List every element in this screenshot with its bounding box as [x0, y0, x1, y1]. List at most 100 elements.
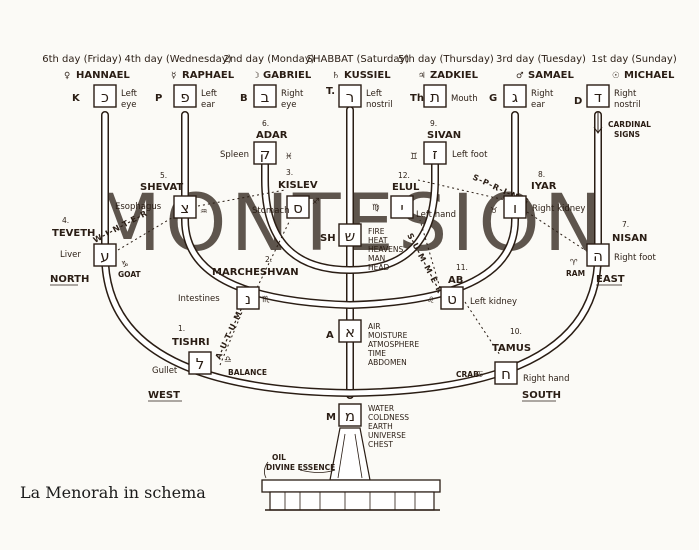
hebrew-letter: ד	[594, 88, 602, 106]
day-label: 1st day (Sunday)	[591, 54, 677, 65]
hebrew-letter: כ	[101, 88, 109, 106]
month-number: 8.	[538, 170, 545, 179]
organ-label: nostril	[614, 100, 641, 110]
element-line: HEAVENS	[368, 245, 404, 254]
top-letter-boxes	[93, 84, 610, 108]
gemini-icon: ♊	[410, 152, 418, 162]
sign-name: RAM	[566, 269, 585, 278]
month-number: 4.	[62, 216, 69, 225]
base-platform	[261, 479, 441, 493]
hebrew-letter: מ	[345, 407, 355, 425]
element-line: AIR	[368, 322, 381, 331]
month-name: SHEVAT	[140, 182, 183, 193]
latin-letter: D	[574, 96, 582, 107]
organ-label: Left kidney	[470, 297, 517, 307]
box-tamus	[494, 361, 518, 385]
element-line: MOISTURE	[368, 331, 408, 340]
top-letters: כ פ ב ר ת ג ד K P B T. Th G D Left eye L…	[72, 86, 641, 110]
letter-box-beth	[253, 84, 277, 108]
box-marcheshvan	[236, 286, 260, 310]
organ-label: Left	[366, 89, 383, 99]
caption: La Menorah in schema	[20, 483, 206, 502]
organ-label: Spleen	[220, 150, 249, 160]
cancer-icon: ♋	[476, 370, 484, 380]
hebrew-letter: ת	[430, 88, 440, 106]
element-line: MAN	[368, 254, 385, 263]
box-ab	[440, 286, 464, 310]
day-label: 3rd day (Tuesday)	[496, 54, 586, 65]
month-name: SIVAN	[427, 130, 461, 141]
mother-letters: SH FIRE HEAT HEAVENS MAN HEAD A AIR MOIS…	[320, 227, 419, 449]
aquarius-icon: ♒	[200, 207, 208, 217]
hebrew-letter: ר	[346, 88, 354, 106]
direction-east: EAST	[596, 274, 625, 285]
aries-icon: ♈	[570, 258, 578, 268]
box-sivan	[423, 141, 447, 165]
box-aleph	[338, 319, 362, 343]
day-label: SHABBAT (Saturday)	[307, 54, 410, 65]
directions: NORTH EAST WEST SOUTH	[50, 274, 625, 402]
organ-label: Gullet	[152, 366, 178, 376]
angel-name: ZADKIEL	[430, 70, 479, 81]
angel-name: MICHAEL	[624, 70, 675, 81]
hebrew-letter: ו	[513, 199, 517, 217]
month-name: ELUL	[392, 182, 420, 193]
box-tishri	[188, 351, 212, 375]
organ-label: Right	[281, 89, 304, 99]
organ-label: Mouth	[451, 94, 478, 104]
day-label: 5th day (Thursday)	[398, 54, 494, 65]
element-line: FIRE	[368, 227, 385, 236]
month-name: NISAN	[612, 233, 647, 244]
latin-letter: P	[155, 93, 162, 104]
month-name: ADAR	[256, 130, 288, 141]
virgo-icon: ♍	[372, 203, 380, 213]
organ-label: Right kidney	[532, 204, 585, 214]
element-line: COLDNESS	[368, 413, 409, 422]
month-number: 3.	[286, 168, 293, 177]
month-labels: 6. ADAR Spleen ♓ 9. SIVAN Left foot ♊ 5.…	[52, 119, 656, 384]
hebrew-letter: י	[400, 199, 403, 217]
letter-box-tav	[423, 84, 447, 108]
oil-label: OIL DIVINE ESSENCE	[264, 453, 335, 479]
box-shin	[338, 223, 362, 247]
hebrew-letter: ע	[100, 247, 109, 265]
box-mem	[338, 403, 362, 427]
inner-arm	[261, 146, 439, 275]
month-name: KISLEV	[278, 180, 318, 191]
hebrew-letter: ג	[512, 88, 518, 106]
box-kislev	[286, 195, 310, 219]
angel-name: RAPHAEL	[182, 70, 235, 81]
element-line: EARTH	[368, 422, 393, 431]
latin-letter: M	[326, 412, 336, 423]
element-line: ABDOMEN	[368, 358, 407, 367]
month-number: 11.	[456, 263, 468, 272]
organ-label: nostril	[366, 100, 393, 110]
capricorn-icon: ♑	[121, 260, 129, 270]
latin-letter: G	[489, 93, 497, 104]
direction-west: WEST	[148, 390, 180, 401]
leo-icon: ♌	[427, 296, 435, 306]
hebrew-letter: ק	[260, 145, 271, 163]
middle-arm	[181, 111, 519, 310]
month-number: 7.	[622, 220, 629, 229]
month-name: MARCHESHVAN	[212, 267, 299, 278]
element-line: TIME	[367, 349, 386, 358]
organ-label: Left foot	[452, 150, 488, 160]
cardinal-signs-label: CARDINAL	[608, 120, 651, 129]
hebrew-letter: ה	[593, 247, 603, 265]
element-line: CHEST	[368, 440, 393, 449]
box-adar	[253, 141, 277, 165]
taurus-icon: ♉	[490, 206, 498, 216]
latin-letter: Th	[410, 93, 424, 104]
month-name: IYAR	[531, 181, 557, 192]
element-line: UNIVERSE	[368, 431, 406, 440]
organ-label: Left	[121, 89, 138, 99]
cardinal-signs: CARDINAL SIGNS	[593, 112, 651, 139]
oil-text: OIL	[272, 453, 286, 462]
angel-name: GABRIEL	[263, 70, 312, 81]
box-teveth	[93, 243, 117, 267]
day-label: 4th day (Wednesday)	[124, 54, 231, 65]
angel-name: SAMAEL	[528, 70, 574, 81]
day-headers: 6th day (Friday) 4th day (Wednesday) 2nd…	[42, 54, 677, 81]
letter-box-daleth	[586, 84, 610, 108]
